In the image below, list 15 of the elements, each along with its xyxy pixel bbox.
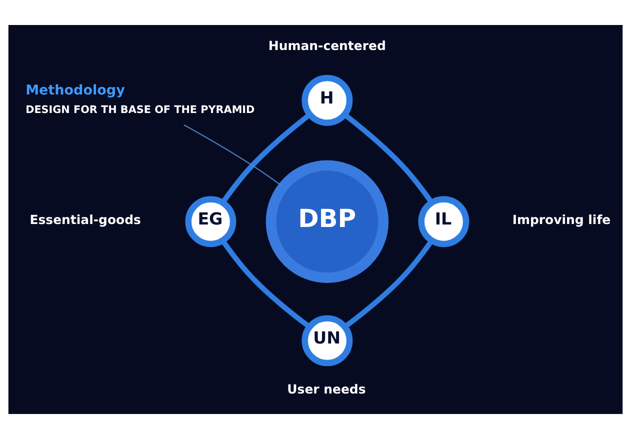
node-circle: IL [418, 196, 470, 248]
node-label: Essential-goods [30, 212, 141, 227]
node-circle: DBP [266, 160, 389, 283]
connector [220, 112, 312, 204]
connector [184, 124, 284, 188]
node-circle: UN [302, 315, 353, 366]
connector [343, 112, 434, 204]
connector [343, 239, 434, 329]
node-text: Methodology DESIGN FOR TH BASE OF THE PYRAMID [26, 82, 255, 116]
node-label: Human-centered [268, 38, 386, 54]
node-label: Improving life [512, 212, 611, 227]
node-circle: EG [185, 196, 236, 248]
node-circle: H [302, 74, 353, 126]
node-label: User needs [287, 381, 366, 396]
connector [220, 239, 312, 329]
